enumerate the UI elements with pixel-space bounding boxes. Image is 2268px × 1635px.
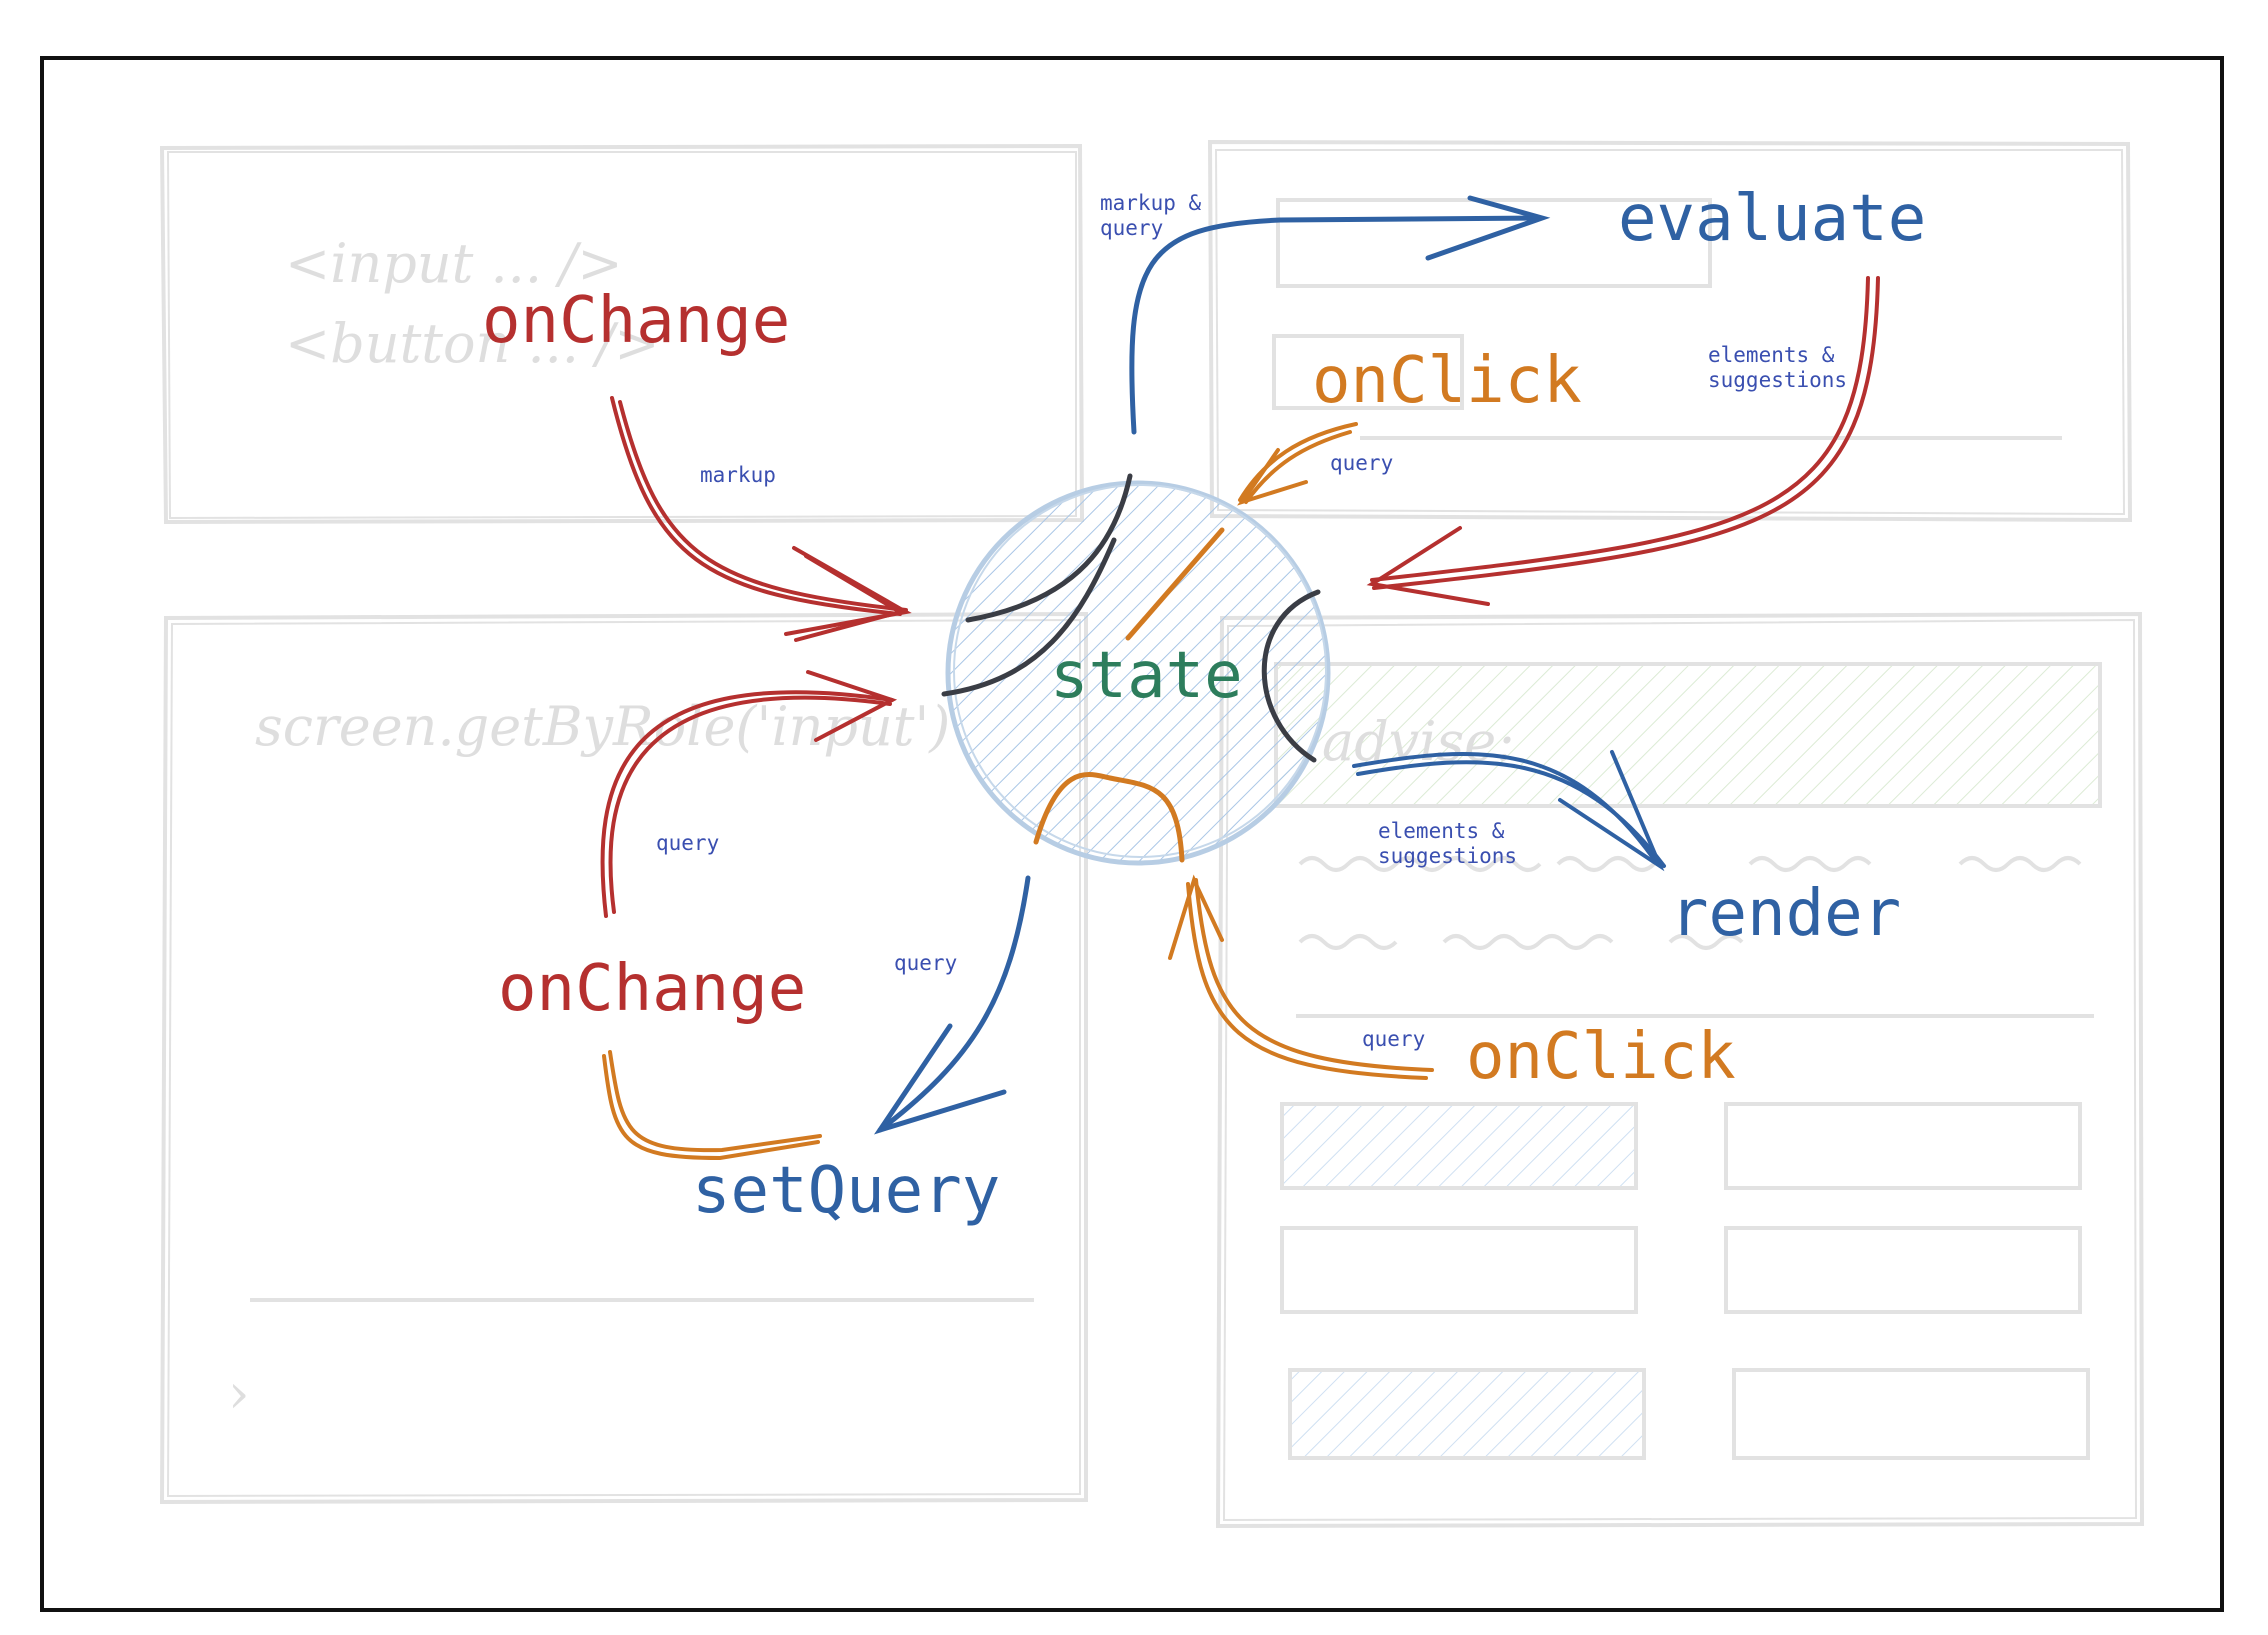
state-label: state <box>1050 639 1243 713</box>
setquery-label: setQuery <box>692 1154 1000 1228</box>
query-up-arrow-label: query <box>656 831 719 855</box>
query-code-line: screen.getByRole('input') <box>255 695 950 758</box>
preview-query-arrow-label: query <box>1330 451 1393 475</box>
advise-box <box>1274 662 2102 808</box>
elements-evaluate-arrow-label: elements &suggestions <box>1708 343 1847 392</box>
preview-panel <box>1207 139 2133 523</box>
outer-frame <box>40 56 2224 1612</box>
link-onchange-setquery <box>602 1050 822 1161</box>
arrow-query-up <box>600 670 898 918</box>
elements-render-arrow-label: elements &suggestions <box>1378 819 1517 868</box>
preview-onclick-label: onClick <box>1312 344 1582 418</box>
evaluate-label: evaluate <box>1618 182 1926 256</box>
result-panel <box>1215 611 2145 1529</box>
arrow-elements-render <box>1352 750 1666 872</box>
arrow-markup <box>610 396 912 642</box>
markup-arrow-label: markup <box>700 463 776 487</box>
chevron-right-icon: › <box>228 1362 250 1425</box>
arrow-onclick-result <box>1168 874 1434 1080</box>
state-orange-connectors <box>1033 527 1225 863</box>
suggestion-squiggles <box>1298 856 2082 950</box>
state-node <box>945 480 1331 866</box>
editor-onchange-label: onChange <box>482 284 790 358</box>
markup-query-arrow-label: markup &query <box>1100 191 1202 240</box>
query-down-arrow-label: query <box>894 951 957 975</box>
render-label: render <box>1670 877 1901 951</box>
arrow-markup-query <box>1129 195 1551 435</box>
suggestion-buttons <box>1280 1102 2090 1460</box>
result-onclick-label: onClick <box>1466 1020 1736 1094</box>
query-onchange-label: onChange <box>498 952 806 1026</box>
arrow-elements-evaluate <box>1366 276 1880 606</box>
result-query-arrow-label: query <box>1362 1027 1425 1051</box>
editor-code-line-2: <button ... /> <box>285 312 660 375</box>
arrow-setquery <box>873 875 1031 1135</box>
query-panel <box>159 611 1088 1505</box>
arrow-onclick-preview <box>1237 422 1358 506</box>
editor-code-line-1: <input ... /> <box>285 232 623 295</box>
state-connectors <box>941 473 1321 763</box>
